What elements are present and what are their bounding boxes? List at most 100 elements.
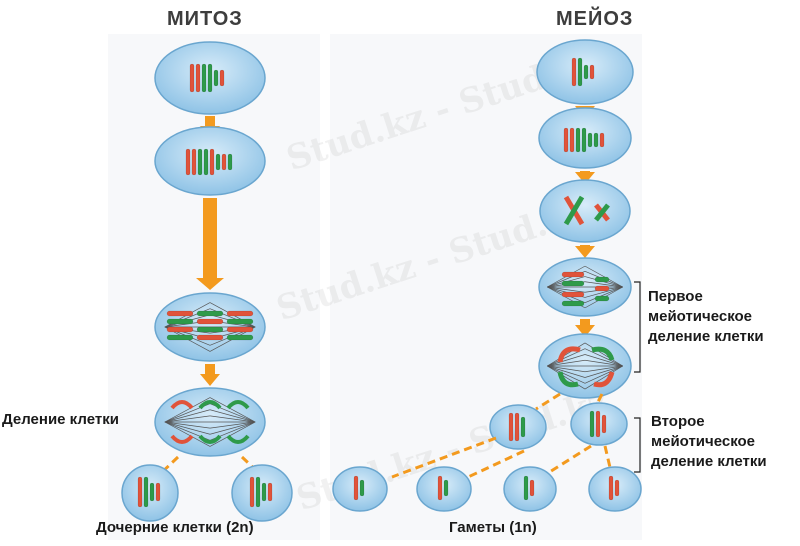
- spindle-fiber: [584, 365, 623, 373]
- chromosome: [261, 482, 267, 502]
- dashed-connector: [156, 455, 180, 478]
- spindle-fiber: [164, 415, 211, 423]
- arrow-shaft: [580, 319, 590, 327]
- spindle-fiber: [209, 409, 256, 423]
- chromosome-arc: [557, 371, 579, 388]
- dashed-connector: [535, 392, 561, 411]
- bracket: [634, 417, 641, 473]
- spindle-fiber: [209, 421, 256, 435]
- chromosome: [219, 69, 225, 87]
- chromosome: [196, 326, 224, 333]
- chromosome: [226, 334, 254, 341]
- spindle-fiber: [547, 354, 586, 367]
- arrow-shaft: [205, 116, 215, 128]
- chromosome-arc: [226, 434, 250, 444]
- spindle-fiber: [164, 421, 211, 435]
- chromosome: [561, 280, 585, 287]
- chromosome: [221, 153, 227, 171]
- chromosome: [189, 63, 195, 93]
- spindle-fiber: [209, 415, 256, 423]
- arrow-head: [196, 278, 224, 290]
- chromosome: [209, 148, 215, 176]
- first-division-label-line2: мейотическое: [648, 308, 753, 325]
- chromosome-arc: [593, 371, 615, 388]
- daughter-cells-label: Дочерние клетки (2n): [96, 519, 254, 536]
- spindle-fiber: [584, 286, 623, 303]
- chromosome: [226, 310, 254, 317]
- spindle-fiber: [547, 365, 586, 384]
- dashed-connector: [603, 445, 614, 477]
- spindle-fiber: [547, 365, 586, 378]
- spindle-fiber: [584, 342, 623, 367]
- chromosome: [594, 285, 610, 292]
- dashed-connector: [391, 436, 497, 479]
- chromosome: [595, 410, 601, 438]
- spindle-fiber: [164, 421, 211, 447]
- chromosome: [437, 475, 443, 501]
- crossing-chromosome: [594, 203, 610, 222]
- chromosome: [593, 132, 599, 148]
- spindle-fiber: [584, 365, 623, 390]
- second-division-label-line2: мейотическое: [651, 433, 756, 450]
- chromosome-arc: [198, 400, 222, 410]
- spindle-fiber: [209, 421, 256, 429]
- chromosome-arc: [170, 434, 194, 444]
- dashed-connector: [465, 449, 525, 480]
- chromosome-arc: [591, 346, 615, 361]
- chromosome: [514, 412, 520, 442]
- chromosome: [201, 63, 207, 93]
- chromosome: [359, 479, 365, 497]
- chromosome: [608, 475, 614, 501]
- chromosome: [226, 318, 254, 325]
- chromosome: [155, 482, 161, 502]
- bracket: [634, 281, 641, 373]
- chromosome: [587, 132, 593, 148]
- chromosome: [267, 482, 273, 502]
- chromosome: [561, 291, 585, 298]
- chromosome: [195, 63, 201, 93]
- chromosome: [353, 475, 359, 501]
- chromosome: [529, 479, 535, 497]
- chromosome: [520, 416, 526, 438]
- chromosome-arc: [198, 434, 222, 444]
- cell-division-label: Деление клетки: [2, 411, 119, 428]
- arrow-shaft: [203, 198, 217, 280]
- chromosome: [226, 326, 254, 333]
- chromosome: [569, 127, 575, 153]
- spindle-fiber: [209, 397, 256, 423]
- chromosome: [196, 310, 224, 317]
- chromosome: [575, 127, 581, 153]
- chromosome: [215, 153, 221, 171]
- chromosome: [589, 64, 595, 80]
- spindle-fiber: [584, 265, 623, 288]
- second-division-label-line3: деление клетки: [651, 453, 767, 470]
- chromosome: [207, 63, 213, 93]
- chromosome: [523, 475, 529, 501]
- chromosome: [589, 410, 595, 438]
- spindle-fiber: [547, 365, 586, 390]
- chromosome: [191, 148, 197, 176]
- chromosome: [185, 148, 191, 176]
- spindle-fiber: [584, 348, 623, 367]
- spindle-fiber: [209, 421, 256, 447]
- spindle-fiber: [164, 421, 211, 429]
- arrow-head: [575, 172, 595, 184]
- chromosome: [583, 64, 589, 80]
- mitosis-title: МИТОЗ: [167, 8, 243, 30]
- spindle-fiber: [547, 286, 586, 293]
- chromosome: [137, 476, 143, 508]
- first-division-label-line3: деление клетки: [648, 328, 764, 345]
- chromosome: [196, 334, 224, 341]
- chromosome: [594, 276, 610, 283]
- chromosome: [149, 482, 155, 502]
- meiosis-title: МЕЙОЗ: [556, 8, 634, 30]
- arrow-head: [200, 374, 220, 386]
- spindle-fiber: [584, 281, 623, 288]
- chromosome: [601, 414, 607, 434]
- second-division-label-line1: Второе: [651, 413, 705, 430]
- chromosome: [197, 148, 203, 176]
- spindle-fiber: [547, 342, 586, 367]
- chromosome: [614, 479, 620, 497]
- cell: [539, 179, 631, 243]
